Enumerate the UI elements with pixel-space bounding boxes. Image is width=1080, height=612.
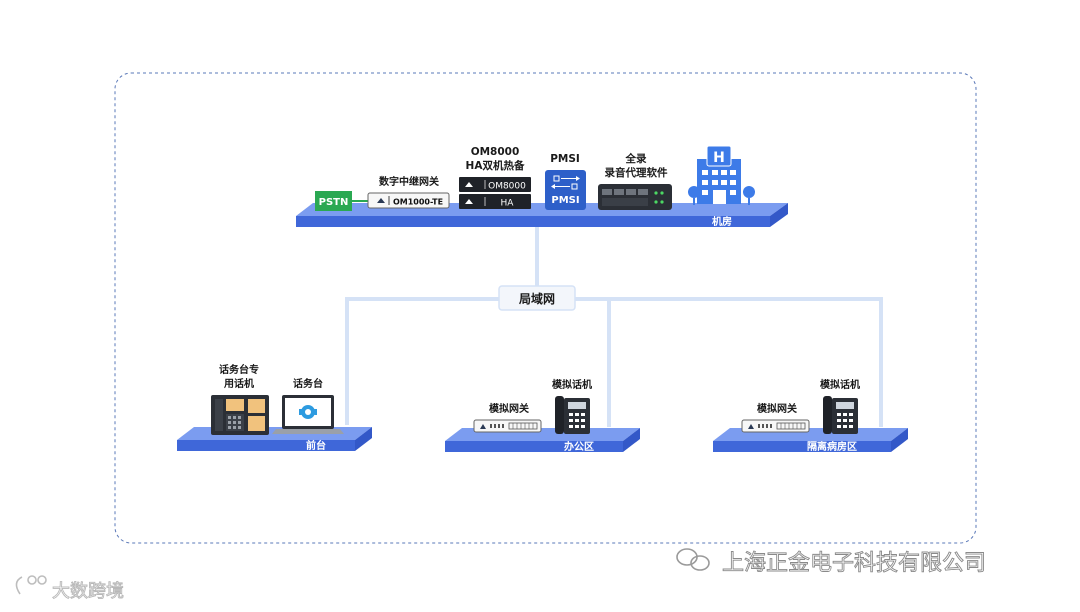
pstn-node: PSTN xyxy=(315,191,368,211)
recorder-caption-line2: 录音代理软件 xyxy=(605,166,668,179)
pstn-label: PSTN xyxy=(319,197,349,208)
lan-label: 局域网 xyxy=(519,291,555,306)
operator-phone-caption-line1: 话务台专 xyxy=(219,363,259,376)
machine-room-label: 机房 xyxy=(712,215,732,228)
operator-phone-caption-line2: 用话机 xyxy=(223,377,254,390)
front-desk-platform: 前台 xyxy=(177,427,372,452)
hospital-building-icon: H xyxy=(688,145,755,205)
recorder-server-icon xyxy=(598,184,672,210)
console-caption: 话务台 xyxy=(293,377,323,390)
pmsi-icon-label: PMSI xyxy=(551,195,579,206)
om8000-caption-line1: OM8000 xyxy=(471,146,520,158)
wechat-icon xyxy=(676,548,710,571)
operator-console-laptop-icon xyxy=(272,395,344,434)
diagram-frame xyxy=(114,72,977,544)
om8000-model: OM8000 xyxy=(488,182,526,192)
operator-phone-icon xyxy=(211,395,269,435)
office-analog-phone-icon xyxy=(555,396,590,434)
ward-analog-phone-icon xyxy=(823,396,858,434)
om8000-caption-line2: HA双机热备 xyxy=(466,159,525,172)
trunk-gateway-caption: 数字中继网关 xyxy=(379,175,439,188)
ward-phone-caption: 模拟话机 xyxy=(820,378,860,391)
hospital-icon-letter: H xyxy=(713,150,725,166)
company-watermark: 上海正金电子科技有限公司 xyxy=(722,551,986,576)
isolation-ward-label: 隔离病房区 xyxy=(807,440,857,453)
front-desk-label: 前台 xyxy=(306,439,326,452)
office-gateway-caption: 模拟网关 xyxy=(489,402,529,415)
office-analog-gateway-icon xyxy=(473,419,542,433)
om8000-device: OM8000 xyxy=(459,177,531,192)
office-label: 办公区 xyxy=(564,440,594,453)
ward-analog-gateway-icon xyxy=(741,419,810,433)
recorder-caption-line1: 全录 xyxy=(625,152,647,165)
lan-connections xyxy=(345,226,883,427)
watermark-logo-icon xyxy=(15,575,47,595)
site-watermark: 大数跨境 xyxy=(52,581,124,602)
ha-device: HA xyxy=(459,194,531,209)
trunk-gateway-device: OM1000-TE xyxy=(367,192,450,209)
pmsi-icon: PMSI xyxy=(545,170,586,210)
trunk-gateway-model: OM1000-TE xyxy=(393,198,443,207)
ward-gateway-caption: 模拟网关 xyxy=(757,402,797,415)
pmsi-caption: PMSI xyxy=(550,153,580,165)
ha-model: HA xyxy=(501,199,515,209)
office-phone-caption: 模拟话机 xyxy=(552,378,592,391)
lan-switch: 局域网 xyxy=(498,285,576,311)
